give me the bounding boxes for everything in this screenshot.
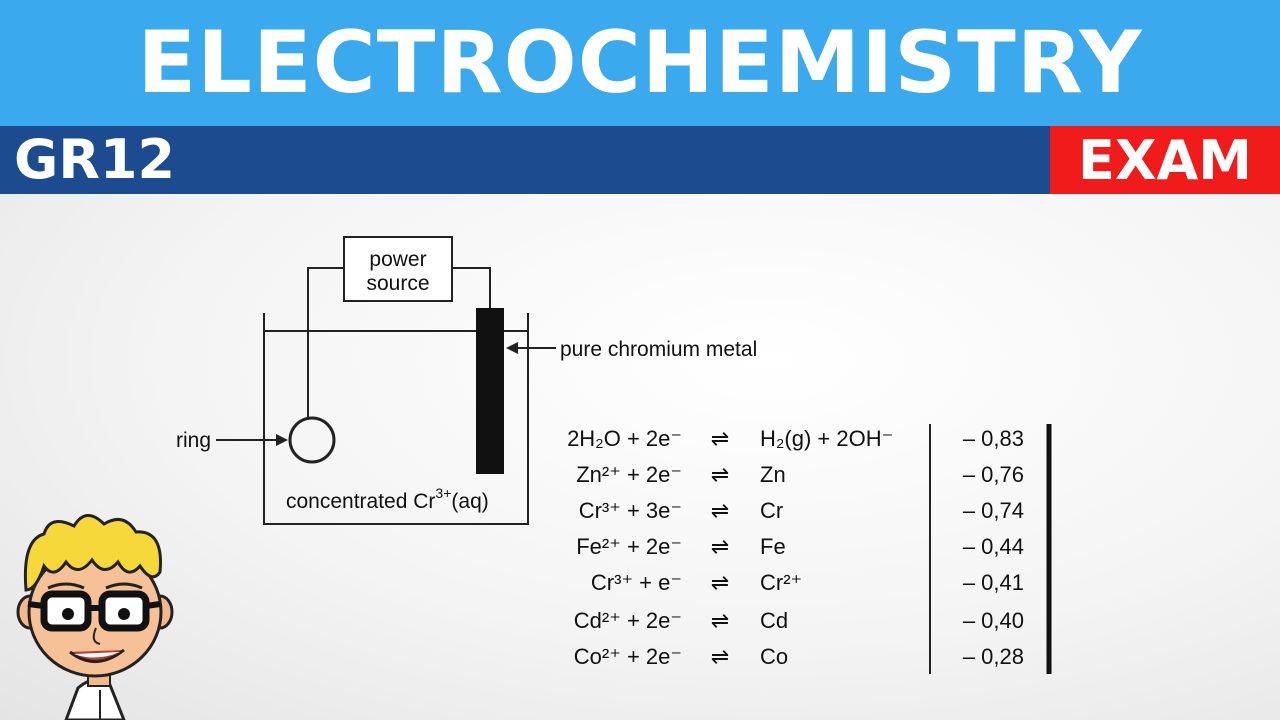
reduction-potential-table: 2H₂O + 2e⁻ ⇌ H₂(g) + 2OH⁻ – 0,83 Zn²⁺ + …: [567, 426, 1024, 669]
page-title: ELECTROCHEMISTRY: [137, 13, 1143, 113]
table-row-arrow: ⇌: [711, 644, 729, 669]
chromium-wire: [452, 267, 491, 308]
table-row-reactant: Cd²⁺ + 2e⁻: [574, 608, 682, 633]
table-row-product: H₂(g) + 2OH⁻: [760, 426, 893, 451]
table-row-arrow: ⇌: [711, 462, 729, 487]
table-row-reactant: Zn²⁺ + 2e⁻: [576, 462, 682, 487]
table-row-reactant: Cr³⁺ + e⁻: [591, 570, 682, 595]
table-row-potential: – 0,44: [963, 534, 1024, 559]
electrode-pointer-arrowhead: [506, 342, 518, 354]
table-row-product: Zn: [760, 462, 786, 487]
table-row-potential: – 0,83: [963, 426, 1024, 451]
beaker: [263, 313, 529, 525]
table-row-potential: – 0,74: [963, 498, 1024, 523]
ring: [288, 416, 336, 464]
exam-badge: EXAM: [1050, 126, 1280, 194]
table-row-product: Cd: [760, 608, 788, 633]
table-row-arrow: ⇌: [711, 426, 729, 451]
chromium-electrode: [476, 308, 504, 474]
table-row-product: Co: [760, 644, 788, 669]
table-row-reactant: 2H₂O + 2e⁻: [567, 426, 682, 451]
grade-label: GR12: [14, 128, 176, 191]
ring-wire: [307, 267, 344, 420]
ring-label: ring: [176, 429, 211, 452]
table-row-product: Fe: [760, 534, 786, 559]
table-row-potential: – 0,28: [963, 644, 1024, 669]
ring-pointer-arrowhead: [276, 434, 288, 446]
exam-badge-label: EXAM: [1077, 128, 1253, 192]
table-row-potential: – 0,41: [963, 570, 1024, 595]
power-source-label-line1: power: [369, 248, 426, 271]
electrode-label: pure chromium metal: [560, 338, 757, 361]
table-row-arrow: ⇌: [711, 534, 729, 559]
table-row-potential: – 0,40: [963, 608, 1024, 633]
cartoon-mascot-avatar: [16, 514, 174, 720]
table-row-product: Cr: [760, 498, 783, 523]
table-row-arrow: ⇌: [711, 498, 729, 523]
solution-label: concentrated Cr3+(aq): [286, 485, 489, 513]
table-row-product: Cr²⁺: [760, 570, 802, 595]
table-row-reactant: Co²⁺ + 2e⁻: [574, 644, 682, 669]
power-source-label-line2: source: [366, 272, 429, 295]
table-row-arrow: ⇌: [711, 570, 729, 595]
table-row-reactant: Cr³⁺ + 3e⁻: [579, 498, 682, 523]
table-row-reactant: Fe²⁺ + 2e⁻: [576, 534, 682, 559]
table-row-potential: – 0,76: [963, 462, 1024, 487]
title-banner: ELECTROCHEMISTRY: [0, 0, 1280, 126]
table-row-arrow: ⇌: [711, 608, 729, 633]
